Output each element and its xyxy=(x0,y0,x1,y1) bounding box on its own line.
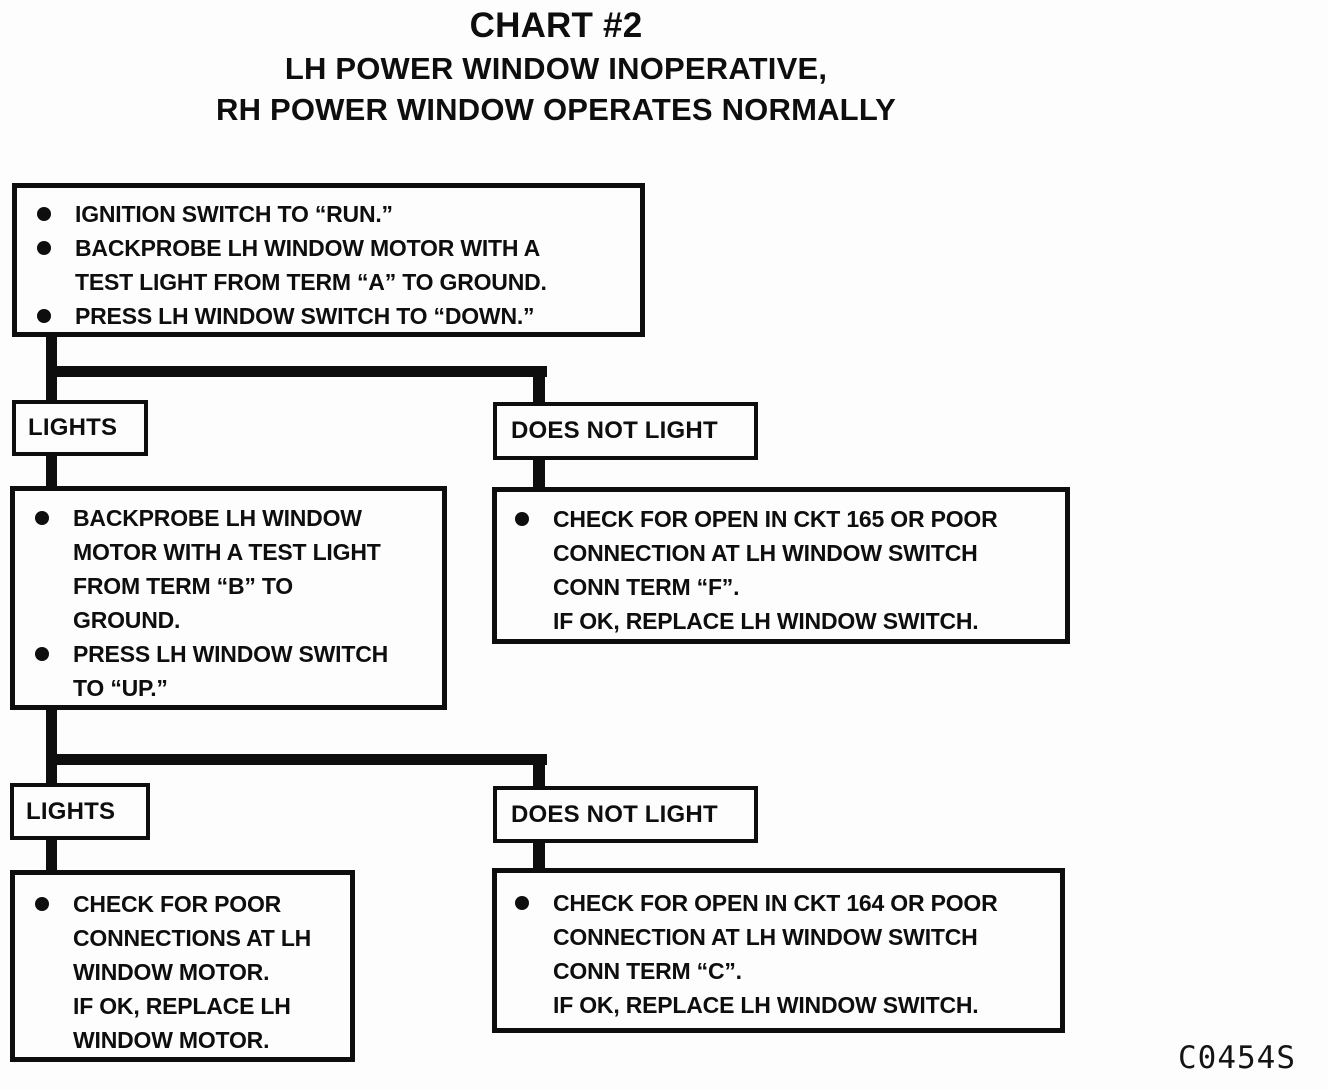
bullet-icon xyxy=(515,896,529,910)
checklist-text: CONN TERM “C”. xyxy=(553,958,742,984)
bullet-icon xyxy=(37,309,51,323)
check-ckt-165-box: CHECK FOR OPEN IN CKT 165 OR POOR CONNEC… xyxy=(492,487,1070,644)
branch-label: DOES NOT LIGHT xyxy=(511,417,718,444)
checklist-text: IF OK, REPLACE LH WINDOW SWITCH. xyxy=(553,608,979,634)
checklist-text: CONN TERM “F”. xyxy=(553,574,740,600)
figure-code: C0454S xyxy=(1178,1040,1296,1076)
checklist-text: BACKPROBE LH WINDOW xyxy=(73,505,362,531)
connector-line xyxy=(46,452,57,490)
checklist-text: CHECK FOR POOR xyxy=(73,891,282,917)
connector-line xyxy=(46,706,57,786)
bullet-icon xyxy=(37,207,51,221)
checklist-text: BACKPROBE LH WINDOW MOTOR WITH A xyxy=(75,235,541,261)
bullet-icon xyxy=(35,897,49,911)
checklist-text: MOTOR WITH A TEST LIGHT xyxy=(73,539,381,565)
chart-title: CHART #2 LH POWER WINDOW INOPERATIVE, RH… xyxy=(0,4,1112,130)
checklist-text: TO “UP.” xyxy=(73,675,168,701)
connector-line xyxy=(533,839,545,872)
checklist-text: WINDOW MOTOR. xyxy=(73,959,270,985)
connector-line xyxy=(46,366,547,377)
checklist-item: PRESS LH WINDOW SWITCH TO “UP.” xyxy=(35,637,436,705)
checklist-item: CHECK FOR OPEN IN CKT 164 OR POOR CONNEC… xyxy=(515,886,1054,1022)
bullet-icon xyxy=(35,647,49,661)
checklist-item: IGNITION SWITCH TO “RUN.” xyxy=(37,197,632,231)
branch-label: DOES NOT LIGHT xyxy=(511,800,718,828)
checklist-text: CHECK FOR OPEN IN CKT 165 OR POOR xyxy=(553,506,998,532)
checklist-text: PRESS LH WINDOW SWITCH TO “DOWN.” xyxy=(75,303,535,329)
bullet-icon xyxy=(35,511,49,525)
check-ckt-164-box: CHECK FOR OPEN IN CKT 164 OR POOR CONNEC… xyxy=(492,868,1065,1033)
checklist-text: WINDOW MOTOR. xyxy=(73,1027,270,1053)
checklist-item: CHECK FOR OPEN IN CKT 165 OR POOR CONNEC… xyxy=(515,502,1059,638)
checklist-text: IGNITION SWITCH TO “RUN.” xyxy=(75,201,393,227)
connector-line xyxy=(533,366,545,406)
checklist-item: BACKPROBE LH WINDOW MOTOR WITH A TEST LI… xyxy=(37,231,632,299)
bullet-icon xyxy=(37,241,51,255)
checklist-item: CHECK FOR POOR CONNECTIONS AT LH WINDOW … xyxy=(35,887,344,1057)
lights-branch-2: LIGHTS xyxy=(10,783,150,840)
connector-line xyxy=(46,754,547,765)
connector-line xyxy=(533,456,545,491)
checklist-text: IF OK, REPLACE LH WINDOW SWITCH. xyxy=(553,992,979,1018)
checklist-text: FROM TERM “B” TO xyxy=(73,573,293,599)
connector-line xyxy=(533,754,545,790)
checklist-item: BACKPROBE LH WINDOW MOTOR WITH A TEST LI… xyxy=(35,501,436,637)
does-not-light-branch-1: DOES NOT LIGHT xyxy=(493,402,758,460)
checklist-text: IF OK, REPLACE LH xyxy=(73,993,291,1019)
probe-term-b-box: BACKPROBE LH WINDOW MOTOR WITH A TEST LI… xyxy=(10,486,447,710)
chart-title-line3: RH POWER WINDOW OPERATES NORMALLY xyxy=(216,92,896,127)
branch-label: LIGHTS xyxy=(28,414,118,441)
bullet-icon xyxy=(515,512,529,526)
chart-title-line1: CHART #2 xyxy=(469,6,643,45)
checklist-item: PRESS LH WINDOW SWITCH TO “DOWN.” xyxy=(37,299,632,333)
checklist-text: GROUND. xyxy=(73,607,181,633)
lights-branch-1: LIGHTS xyxy=(12,400,148,456)
checklist-text: CHECK FOR OPEN IN CKT 164 OR POOR xyxy=(553,890,998,916)
connector-line xyxy=(46,836,57,874)
checklist-text: CONNECTIONS AT LH xyxy=(73,925,312,951)
checklist-text: PRESS LH WINDOW SWITCH xyxy=(73,641,389,667)
checklist-text: TEST LIGHT FROM TERM “A” TO GROUND. xyxy=(75,269,547,295)
chart-title-line2: LH POWER WINDOW INOPERATIVE, xyxy=(284,51,828,86)
branch-label: LIGHTS xyxy=(26,797,116,825)
start-conditions-box: IGNITION SWITCH TO “RUN.” BACKPROBE LH W… xyxy=(12,183,645,337)
does-not-light-branch-2: DOES NOT LIGHT xyxy=(493,786,758,843)
checklist-text: CONNECTION AT LH WINDOW SWITCH xyxy=(553,924,978,950)
checklist-text: CONNECTION AT LH WINDOW SWITCH xyxy=(553,540,978,566)
check-motor-connections-box: CHECK FOR POOR CONNECTIONS AT LH WINDOW … xyxy=(10,870,355,1062)
